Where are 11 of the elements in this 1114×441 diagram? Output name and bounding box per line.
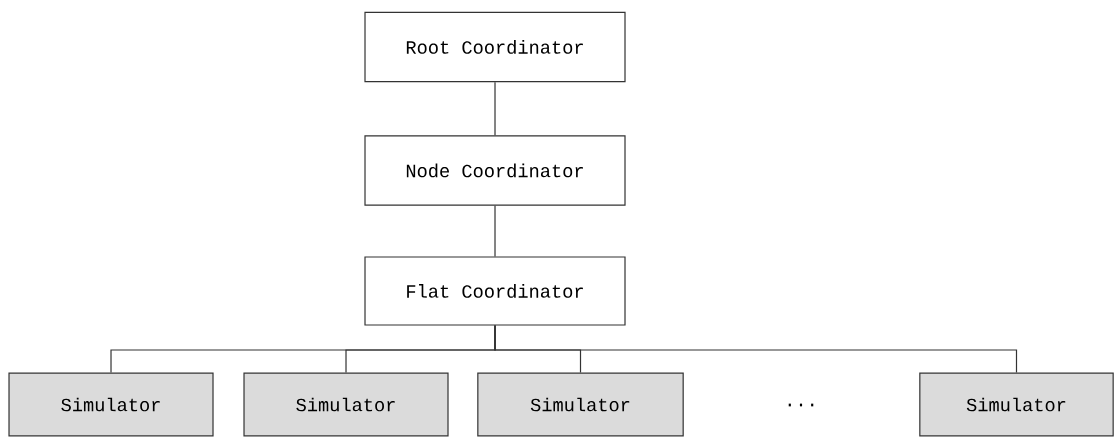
simulator-box: Simulator [919,372,1114,437]
connector-line [494,325,1018,374]
coordinator-box: Node Coordinator [364,135,626,206]
ellipsis: ... [788,403,814,407]
coordinator-box: Flat Coordinator [364,256,626,326]
connector-line [494,81,496,136]
simulator-box: Simulator [8,372,214,437]
coordinator-box: Root Coordinator [364,11,626,83]
connector-line [494,205,496,257]
simulator-box: Simulator [243,372,449,437]
simulator-box: Simulator [477,372,684,437]
